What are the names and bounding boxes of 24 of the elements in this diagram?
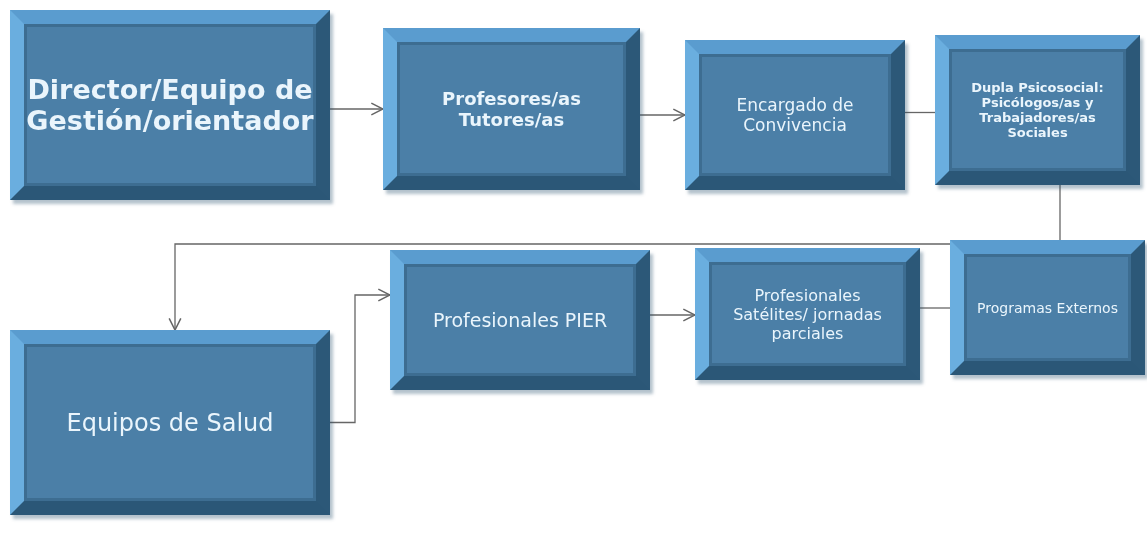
connector-line	[919, 307, 951, 309]
box-label: Director/Equipo de Gestión/orientador	[26, 74, 314, 136]
bevel-box	[695, 248, 920, 380]
box-label: Encargado de Convivencia	[735, 95, 855, 135]
bevel-box	[935, 35, 1140, 185]
box-label: Profesionales Satélites/ jornadas parciales	[732, 285, 883, 343]
box-label: Profesores/as Tutores/as	[441, 88, 582, 130]
bevel-box	[383, 28, 640, 190]
connector-line	[639, 108, 686, 122]
box-label: Dupla Psicosocial: Psicólogos/as y Trabajadores/as Sociales	[970, 80, 1105, 140]
connector-line	[329, 102, 384, 116]
bevel-box	[10, 10, 330, 200]
connector-line	[329, 288, 391, 424]
connector-line	[904, 111, 936, 114]
bevel-box	[390, 250, 650, 390]
bevel-box	[10, 330, 330, 515]
bevel-box	[950, 240, 1145, 375]
box-label: Programas Externos	[977, 299, 1118, 316]
connector-line	[649, 308, 696, 322]
connector-line	[1059, 184, 1061, 241]
connector-line	[168, 243, 951, 331]
box-label: Profesionales PIER	[432, 309, 608, 331]
bevel-box	[685, 40, 905, 190]
box-label: Equipos de Salud	[66, 408, 274, 437]
